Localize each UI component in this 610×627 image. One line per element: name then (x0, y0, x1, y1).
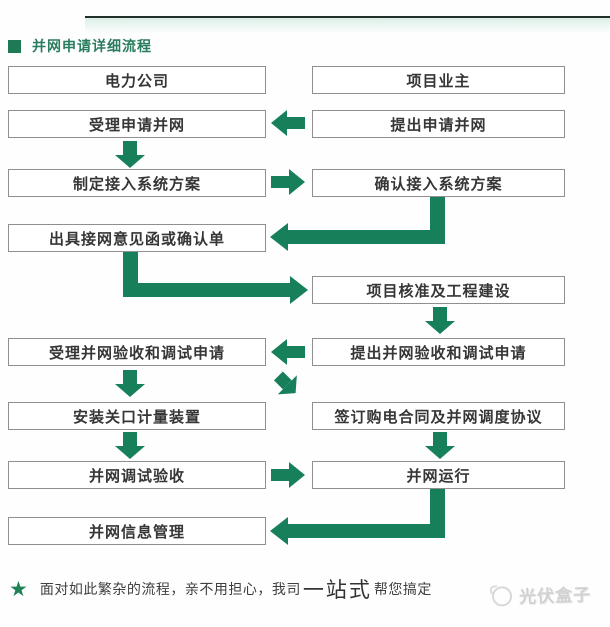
title-bullet-square-icon (8, 39, 21, 53)
flow-node-accept-acceptance-debug: 受理并网验收和调试申请 (8, 338, 266, 366)
arrow-down-meter-to-debug-acceptance (115, 432, 145, 459)
arrow-right-plan-to-confirm (271, 169, 305, 195)
section-title: 并网申请详细流程 (8, 36, 152, 56)
flow-node-submit-application: 提出申请并网 (312, 110, 565, 138)
footer-text-before: 面对如此繁杂的流程，亲不用担心，我司 (39, 581, 301, 597)
arrow-head-icon (271, 339, 287, 365)
arrow-head-icon (270, 517, 288, 545)
star-icon: ★ (9, 577, 28, 601)
arrow-down-approval-to-submit-acceptance (425, 307, 455, 334)
section-title-label: 并网申请详细流程 (32, 38, 152, 54)
flow-node-issue-opinion-letter: 出具接网意见函或确认单 (8, 224, 266, 252)
arrow-head-icon (115, 155, 145, 168)
flow-node-grid-info-management: 并网信息管理 (8, 517, 266, 545)
arrow-head-icon (289, 462, 305, 488)
elbow-operation-to-info-horizontal (288, 524, 445, 538)
arrow-head-icon (115, 446, 145, 459)
flow-node-power-company: 电力公司 (8, 66, 266, 94)
flow-node-make-access-plan: 制定接入系统方案 (8, 169, 266, 197)
arrow-down-accept-to-plan (115, 141, 145, 168)
flow-node-grid-operation: 并网运行 (312, 461, 565, 489)
flow-node-accept-application: 受理申请并网 (8, 110, 266, 138)
elbow-opinion-to-approval-horizontal (123, 283, 290, 297)
top-divider-tint (85, 18, 610, 34)
arrow-right-debug-to-operation (271, 462, 305, 488)
arrow-head-icon (290, 276, 308, 304)
arrow-head-icon (270, 223, 288, 251)
watermark: 光伏盒子 (491, 580, 592, 608)
footer-note: ★ 面对如此繁杂的流程，亲不用担心，我司 一站式 帮您搞定 (9, 573, 432, 605)
arrow-left-submit-to-accept (271, 110, 305, 136)
footer-text-after: 帮您搞定 (373, 581, 432, 597)
watermark-label: 光伏盒子 (518, 585, 592, 607)
arrow-head-icon (425, 446, 455, 459)
flow-node-submit-acceptance-debug: 提出并网验收和调试申请 (312, 338, 565, 366)
flow-node-confirm-access-plan: 确认接入系统方案 (312, 169, 565, 197)
arrow-left-submit-acceptance-to-accept (271, 339, 305, 365)
flow-node-project-owner: 项目业主 (312, 66, 565, 94)
watermark-logo-icon (491, 585, 513, 607)
top-divider-line (85, 16, 610, 18)
arrow-down-contract-to-grid-operation (425, 432, 455, 459)
flow-node-approval-and-construction: 项目核准及工程建设 (312, 276, 565, 304)
arrow-head-icon (115, 384, 145, 397)
flow-node-install-gateway-meter: 安装关口计量装置 (8, 402, 266, 430)
elbow-confirm-to-opinion-horizontal (288, 230, 445, 244)
arrow-head-icon (289, 169, 305, 195)
arrow-down-accept-to-install-meter (115, 370, 145, 397)
arrow-head-icon (271, 110, 287, 136)
arrow-diagonal-to-sign-contract (269, 366, 306, 403)
arrow-head-icon (425, 321, 455, 334)
flow-node-sign-ppa-dispatch-agreement: 签订购电合同及并网调度协议 (312, 402, 565, 430)
flow-node-grid-debug-acceptance: 并网调试验收 (8, 461, 266, 489)
footer-highlight-one-stop: 一站式 (302, 578, 372, 602)
